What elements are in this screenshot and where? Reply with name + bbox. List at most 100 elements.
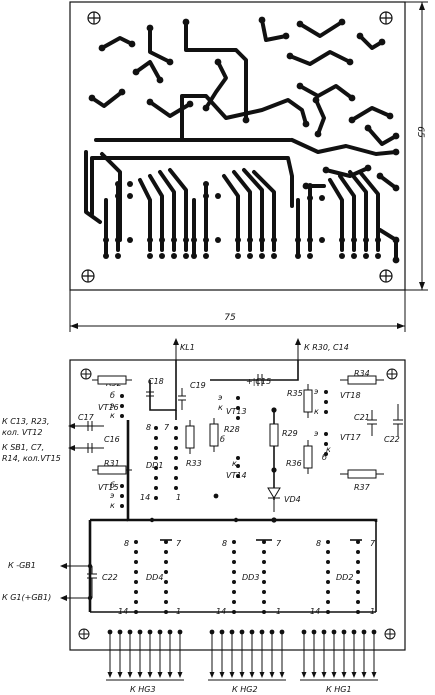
label-c19: C19 bbox=[190, 381, 206, 390]
mount-hole bbox=[80, 368, 92, 380]
bottom-bus-traces bbox=[88, 360, 378, 613]
capacitor-c17 bbox=[78, 421, 104, 431]
label-r37: R37 bbox=[354, 483, 371, 492]
label-c18: C18 bbox=[148, 377, 164, 386]
svg-text:к: к bbox=[110, 411, 115, 420]
label-r33: R33 bbox=[186, 459, 202, 468]
svg-text:б: б bbox=[220, 435, 225, 444]
lead-kl1: KL1 bbox=[173, 338, 195, 360]
bottom-board-outline bbox=[69, 359, 406, 651]
label-gb1-plus: К G1(+GB1) bbox=[2, 593, 51, 602]
label-vt16: VT16 bbox=[98, 403, 119, 412]
resistor-r29 bbox=[269, 418, 279, 452]
label-c15: +|C15 bbox=[246, 377, 271, 386]
label-c16: C16 bbox=[104, 435, 120, 444]
top-pads bbox=[88, 16, 400, 264]
resistor-r36 bbox=[303, 440, 313, 474]
label-c13-r23: К C13, R23, bbox=[2, 417, 49, 426]
svg-text:8: 8 bbox=[222, 539, 227, 548]
label-hg3: К HG3 bbox=[130, 685, 156, 694]
svg-text:к: к bbox=[232, 459, 237, 468]
capacitor-c16 bbox=[78, 443, 104, 453]
top-fanout-1 bbox=[104, 168, 188, 258]
capacitor-c22-right bbox=[393, 404, 403, 436]
svg-text:б: б bbox=[110, 481, 115, 490]
resistor-r32 bbox=[92, 375, 132, 385]
capacitor-c22-left bbox=[87, 566, 97, 598]
resistor-r33 bbox=[185, 420, 195, 454]
mount-hole bbox=[384, 628, 396, 640]
resistor-r37 bbox=[340, 469, 384, 479]
label-r30-c14: К R30, C14 bbox=[304, 343, 349, 352]
lead-r30: К R30, C14 bbox=[295, 338, 349, 360]
svg-text:к: к bbox=[218, 403, 223, 412]
mount-hole bbox=[87, 11, 101, 25]
label-hg1: К HG1 bbox=[326, 685, 352, 694]
top-ic-pads bbox=[103, 181, 381, 259]
svg-text:к: к bbox=[314, 407, 319, 416]
capacitor-c15 bbox=[226, 374, 284, 386]
svg-text:б: б bbox=[110, 391, 115, 400]
label-sb1-c7: К SB1, C7, bbox=[2, 443, 44, 452]
label-vd4: VD4 bbox=[284, 495, 301, 504]
svg-text:14: 14 bbox=[118, 607, 128, 616]
svg-text:э: э bbox=[110, 491, 114, 500]
svg-text:7: 7 bbox=[276, 539, 282, 548]
svg-text:1: 1 bbox=[276, 607, 281, 616]
label-r14-col-vt15: R14, кол.VT15 bbox=[2, 454, 61, 463]
resistor-r28 bbox=[209, 418, 219, 452]
top-tracks-upper bbox=[84, 18, 398, 262]
diode-vd4 bbox=[267, 478, 281, 512]
label-dd3: DD3 bbox=[242, 573, 259, 582]
label-col-vt12: кол. VT12 bbox=[2, 428, 42, 437]
label-c22-left: C22 bbox=[102, 573, 118, 582]
top-dimension-width: 75 bbox=[69, 290, 406, 332]
label-gb1-minus: К -GB1 bbox=[8, 561, 36, 570]
resistor-r34 bbox=[340, 375, 384, 385]
svg-text:э: э bbox=[218, 393, 222, 402]
label-c17: C17 bbox=[78, 413, 95, 422]
svg-text:к: к bbox=[326, 445, 331, 454]
svg-text:э: э bbox=[314, 429, 318, 438]
svg-text:7: 7 bbox=[164, 423, 170, 432]
connector-hg1: К HG1 bbox=[300, 629, 378, 694]
label-dd4: DD4 bbox=[146, 573, 163, 582]
svg-text:э: э bbox=[314, 387, 318, 396]
connector-hg2: К HG2 bbox=[208, 629, 286, 694]
label-hg2: К HG2 bbox=[232, 685, 258, 694]
svg-text:14: 14 bbox=[216, 607, 226, 616]
pin-letters: б э к э к б э к э б к к б э к bbox=[110, 387, 331, 510]
svg-text:8: 8 bbox=[124, 539, 129, 548]
bottom-board: KL1 К R30, C14 bbox=[2, 338, 406, 694]
svg-text:14: 14 bbox=[140, 493, 150, 502]
label-kl1: KL1 bbox=[180, 343, 195, 352]
label-r29: R29 bbox=[282, 429, 298, 438]
dim-height-label: 65 bbox=[415, 126, 425, 138]
svg-text:7: 7 bbox=[176, 539, 182, 548]
label-dd2: DD2 bbox=[336, 573, 353, 582]
label-r36: R36 bbox=[286, 459, 302, 468]
svg-text:7: 7 bbox=[370, 539, 376, 548]
label-vt17: VT17 bbox=[340, 433, 361, 442]
label-r34: R34 bbox=[354, 369, 370, 378]
label-vt18: VT18 bbox=[340, 391, 361, 400]
chip-dd1: 8 7 14 1 bbox=[140, 423, 181, 502]
label-r35: R35 bbox=[287, 389, 303, 398]
capacitor-c21 bbox=[367, 410, 377, 436]
chip-dd3: 8 7 14 1 bbox=[216, 539, 282, 616]
svg-text:б: б bbox=[322, 453, 327, 462]
mount-hole bbox=[81, 269, 95, 283]
capacitor-c19 bbox=[178, 388, 186, 410]
svg-text:к: к bbox=[110, 501, 115, 510]
mount-hole bbox=[78, 628, 90, 640]
dim-width-label: 75 bbox=[224, 313, 236, 323]
connector-hg3: К HG3 bbox=[106, 629, 184, 694]
top-bus-track bbox=[90, 156, 294, 216]
top-board: 75 65 bbox=[69, 1, 428, 332]
mount-hole bbox=[379, 11, 393, 25]
mount-hole bbox=[386, 368, 398, 380]
svg-text:1: 1 bbox=[176, 607, 181, 616]
svg-text:э: э bbox=[110, 401, 114, 410]
svg-text:1: 1 bbox=[176, 493, 181, 502]
resistor-r31 bbox=[92, 465, 132, 475]
